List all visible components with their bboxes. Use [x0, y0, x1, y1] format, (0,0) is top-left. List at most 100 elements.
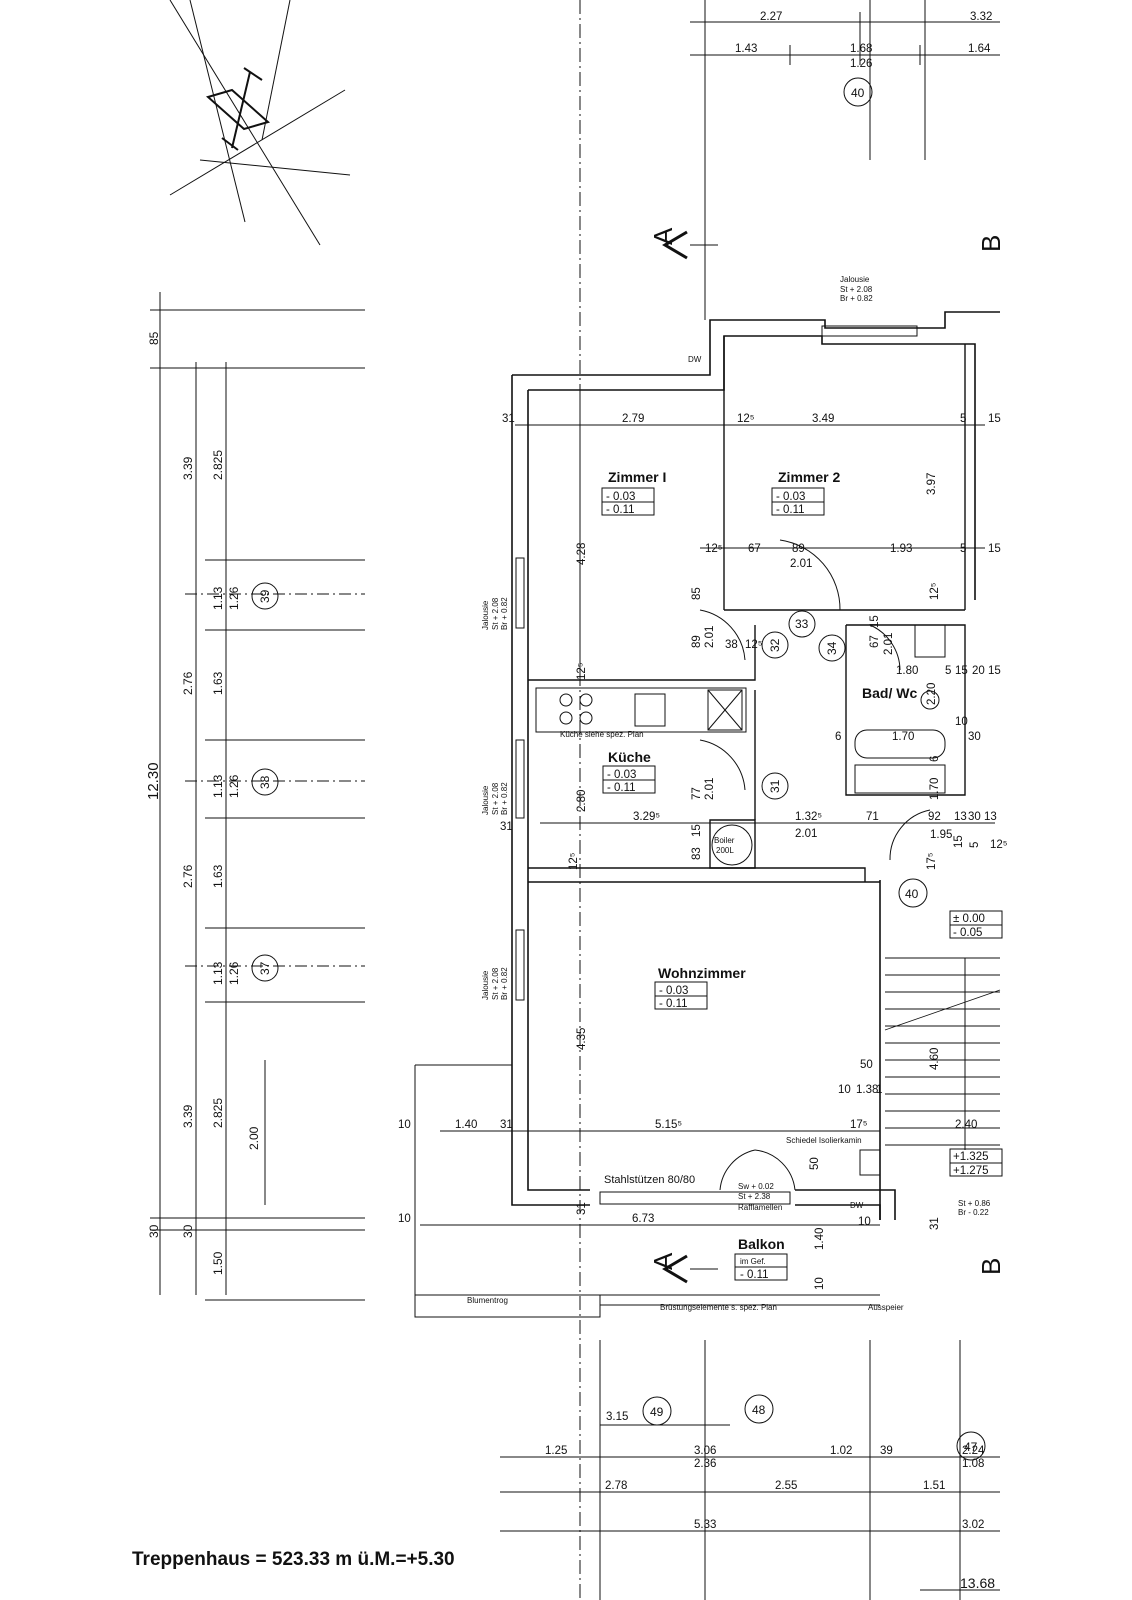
kueche-note: Küche siehe spez. Plan: [560, 730, 644, 739]
dim-bottom-236: 2.36: [694, 1458, 716, 1470]
north-arrow: [169, 0, 351, 246]
exterior-walls: [511, 311, 1000, 1220]
dim-inner-460: 4.60: [929, 1048, 941, 1070]
dim-left-2825b: 2.825: [211, 1098, 225, 1128]
dim-inner-10d: 10: [398, 1213, 411, 1225]
dim-inner-1: 1: [876, 1084, 882, 1096]
dim-left-150: 1.50: [211, 1251, 225, 1275]
left-jalousie-1-br: Br + 0.82: [500, 597, 509, 630]
st238-label: St + 2.38: [738, 1192, 771, 1201]
dim-inner-240: 2.40: [955, 1119, 977, 1131]
dim-left-30a: 30: [147, 1224, 161, 1238]
dim-left-276a: 2.76: [181, 671, 195, 695]
flower-trough: [414, 1294, 601, 1318]
dim-inner-201d: 2.01: [704, 778, 716, 800]
dim-inner-67b: 67: [869, 635, 881, 648]
dim-left-2825a: 2.825: [211, 450, 225, 480]
dim-left-126c: 1.26: [227, 961, 241, 985]
section-a-bottom: A: [648, 1252, 678, 1270]
dim-inner-10a: 10: [955, 716, 968, 728]
boiler-label-1: Boiler: [714, 836, 735, 845]
dim-inner-6a: 6: [835, 731, 841, 743]
room-zimmer2-level-top: - 0.03: [776, 491, 805, 503]
dim-inner-50a: 50: [860, 1059, 873, 1071]
sw-label: Sw + 0.02: [738, 1182, 774, 1191]
dim-inner-15g: 15: [953, 835, 965, 848]
dim-bottom-302: 3.02: [962, 1519, 984, 1531]
dim-top-1: 2.27: [760, 11, 782, 23]
dim-inner-175b: 17⁵: [850, 1119, 868, 1131]
dim-bottom-533: 5.33: [694, 1519, 716, 1531]
staircase: [884, 957, 1001, 1150]
dim-bottom-306: 3.06: [694, 1445, 716, 1457]
window-living: [599, 1191, 791, 1205]
dim-inner-13b: 13: [984, 811, 997, 823]
dim-inner-673: 6.73: [632, 1213, 654, 1225]
section-b-bottom: B: [976, 1258, 1006, 1275]
dim-inner-170b: 1.70: [929, 778, 941, 800]
br022-label: Br - 0.22: [958, 1208, 989, 1217]
dim-bottom-315: 3.15: [606, 1411, 628, 1423]
room-zimmer1-name: Zimmer I: [608, 469, 666, 485]
axis-label-47: 47: [964, 1440, 978, 1454]
raff-label: Rafflamellen: [738, 1203, 782, 1212]
dim-inner-15f: 15: [691, 824, 703, 837]
dim-inner-3295: 3.29⁵: [633, 811, 660, 823]
stair-entry-top: ± 0.00: [953, 913, 985, 925]
dim-inner-83: 83: [691, 847, 703, 860]
dim-inner-5b: 5: [960, 543, 966, 555]
top-jalousie-st: St + 2.08: [840, 285, 873, 294]
dim-bottom-39: 39: [880, 1445, 893, 1457]
dim-inner-397: 3.97: [926, 473, 938, 495]
left-jalousie-1: Jalousie: [481, 600, 490, 630]
dim-inner-92: 92: [928, 811, 941, 823]
dim-inner-201b: 2.01: [704, 626, 716, 648]
dim-inner-140a: 1.40: [455, 1119, 477, 1131]
dim-inner-170a: 1.70: [892, 731, 914, 743]
axis-label-48: 48: [752, 1403, 766, 1417]
axis-label-33: 33: [795, 617, 809, 631]
dim-left-113c: 1.13: [211, 961, 225, 985]
dim-top-4: 1.68: [850, 43, 872, 55]
dim-inner-31b: 31: [500, 821, 513, 833]
dim-inner-13a: 13: [954, 811, 967, 823]
dim-inner-5a: 5: [960, 413, 966, 425]
axis-label-37: 37: [258, 961, 272, 975]
axis-label-49: 49: [650, 1405, 664, 1419]
dim-bottom-1368: 13.68: [960, 1575, 995, 1591]
dim-inner-15a: 15: [988, 413, 1001, 425]
dim-bottom-125: 1.25: [545, 1445, 567, 1457]
dim-left-126a: 1.26: [227, 586, 241, 610]
axis-label-32: 32: [768, 638, 782, 652]
dim-inner-85: 85: [691, 587, 703, 600]
stair-landing-bottom: +1.275: [953, 1165, 989, 1177]
dim-inner-125g: 12⁵: [568, 852, 580, 870]
dim-bottom-102: 1.02: [830, 1445, 852, 1457]
dim-inner-5c: 5: [945, 665, 951, 677]
dim-left-113a: 1.13: [211, 586, 225, 610]
dw-label-bottom: DW: [850, 1201, 864, 1210]
dim-inner-125c: 12⁵: [929, 582, 941, 600]
dim-left-total: 12.30: [145, 762, 162, 800]
axis-label-39: 39: [258, 589, 272, 603]
stair-landing-top: +1.325: [953, 1151, 989, 1163]
dim-inner-140b: 1.40: [814, 1228, 826, 1250]
dim-left-85: 85: [147, 331, 161, 345]
room-zimmer2-name: Zimmer 2: [778, 469, 840, 485]
dim-inner-195: 1.95: [930, 829, 952, 841]
dim-inner-89: 89: [792, 543, 805, 555]
dim-inner-125a: 12⁵: [737, 413, 755, 425]
dim-inner-125d: 12⁵: [745, 639, 763, 651]
dim-inner-10c: 10: [398, 1119, 411, 1131]
dim-inner-125f: 12⁵: [990, 839, 1008, 851]
dim-inner-138: 1.38: [856, 1084, 878, 1096]
dim-inner-89b: 89: [691, 635, 703, 648]
dim-inner-30b: 30: [968, 811, 981, 823]
room-wohnzimmer-name: Wohnzimmer: [658, 965, 746, 981]
dim-inner-125e: 12⁵: [576, 662, 588, 680]
top-jalousie-label: Jalousie: [840, 275, 870, 284]
dim-inner-15e: 15: [988, 665, 1001, 677]
room-kueche-level-bottom: - 0.11: [607, 782, 636, 794]
stahlstuetzen-label: Stahlstützen 80/80: [604, 1174, 695, 1186]
